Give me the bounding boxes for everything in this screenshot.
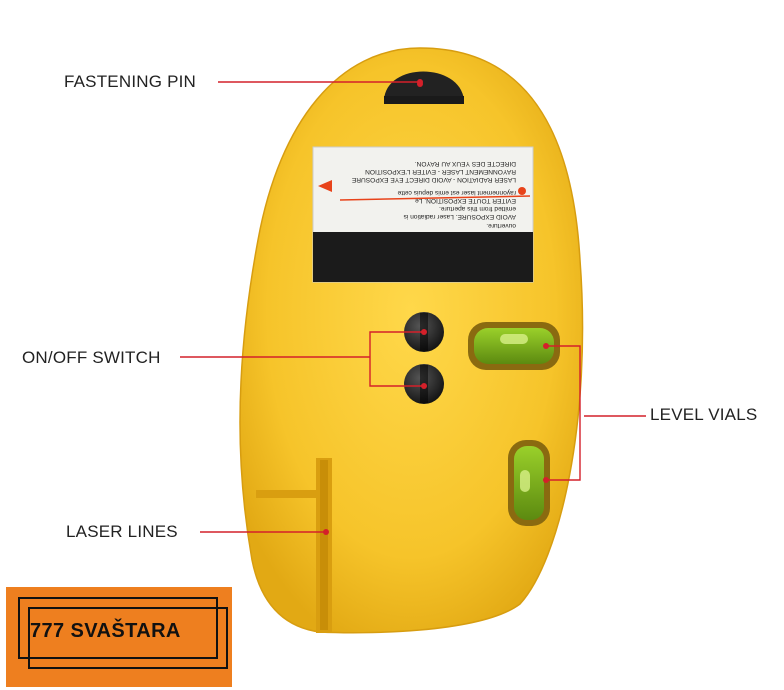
on-off-switch-label: ON/OFF SWITCH — [22, 348, 161, 368]
level-vials-label: LEVEL VIALS — [650, 405, 757, 425]
svg-text:LASER RADIATION - AVOID DIRECT: LASER RADIATION - AVOID DIRECT EYE EXPOS… — [351, 176, 516, 183]
svg-text:emitted from this aperture.: emitted from this aperture. — [439, 205, 516, 212]
fastening-pin-label: FASTENING PIN — [64, 72, 196, 92]
svg-text:rayonnement laser est emis dep: rayonnement laser est emis depuis cette — [397, 189, 516, 196]
laser-lines-label: LASER LINES — [66, 522, 178, 542]
watermark-text: 777 SVAŠTARA — [30, 620, 181, 643]
svg-text:AVOID EXPOSURE. Laser radiatio: AVOID EXPOSURE. Laser radiation is — [403, 213, 516, 220]
svg-text:RAYONNEMENT LASER - EVITER L'E: RAYONNEMENT LASER - EVITER L'EXPOSITION — [365, 168, 516, 175]
svg-text:DIRECTE DES YEUX AU RAYON.: DIRECTE DES YEUX AU RAYON. — [415, 160, 516, 167]
level-vial-vertical — [508, 440, 550, 526]
svg-text:ouverture.: ouverture. — [486, 222, 516, 229]
svg-text:EVITER TOUTE EXPOSITION. Le: EVITER TOUTE EXPOSITION. Le — [415, 197, 516, 204]
watermark-logo: 777 SVAŠTARA — [6, 587, 232, 687]
